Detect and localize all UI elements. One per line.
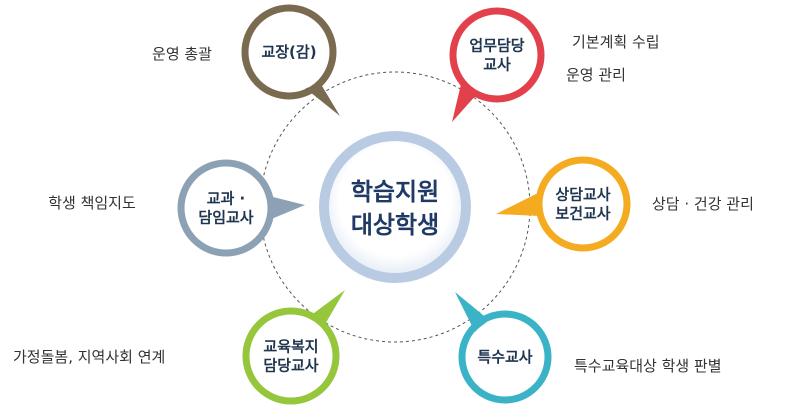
desc-counseling-health: 상담 · 건강 관리 <box>652 195 754 213</box>
node-pointer-subject-homeroom <box>269 196 305 220</box>
node-pointer-task-teacher <box>452 80 478 122</box>
node-label-welfare-teacher-line2: 담당교사 <box>263 357 318 375</box>
node-label-task-teacher-line1: 업무담당 <box>469 37 524 55</box>
node-inner-special-ed <box>466 318 544 396</box>
node-label-counseling-health-line1: 상담교사 <box>555 186 610 204</box>
center-label-line2: 대상학생 <box>351 211 439 239</box>
node-special-ed: 특수교사 <box>455 292 552 404</box>
center-node: 학습지원 대상학생 <box>319 131 471 283</box>
node-pointer-special-ed <box>455 292 489 332</box>
node-label-task-teacher-line2: 교사 <box>483 56 511 74</box>
node-pointer-welfare-teacher <box>310 290 345 326</box>
node-label-principal-line1: 교장(감) <box>261 43 316 61</box>
node-pointer-principal <box>305 86 340 116</box>
desc-subject-homeroom: 학생 책임지도 <box>48 194 136 212</box>
desc-welfare-teacher: 가정돌봄, 지역사회 연계 <box>13 348 165 366</box>
desc-special-ed: 특수교육대상 학생 판별 <box>574 357 722 375</box>
center-disc <box>329 141 461 273</box>
node-inner-welfare-teacher <box>250 315 332 397</box>
node-inner-counseling-health <box>543 164 623 244</box>
node-inner-subject-homeroom <box>185 167 267 249</box>
node-inner-principal <box>249 12 329 92</box>
desc-task-teacher-line2: 운영 관리 <box>566 66 626 84</box>
desc-principal: 운영 총괄 <box>152 45 212 63</box>
node-subject-homeroom: 교과 ·담임교사 <box>177 159 305 257</box>
node-label-subject-homeroom-line1: 교과 · <box>207 190 246 208</box>
node-principal: 교장(감) <box>241 4 340 116</box>
role-descriptions: 운영 총괄 기본계획 수립 운영 관리 상담 · 건강 관리 특수교육대상 학생… <box>13 33 754 375</box>
node-label-welfare-teacher-line1: 교육복지 <box>263 338 318 356</box>
center-label-line1: 학습지원 <box>351 178 439 206</box>
node-label-counseling-health-line2: 보건교사 <box>555 205 610 223</box>
node-inner-task-teacher <box>457 15 537 95</box>
node-label-subject-homeroom-line2: 담임교사 <box>198 209 253 227</box>
node-label-special-ed-line1: 특수교사 <box>477 348 532 366</box>
node-pointer-counseling-health <box>496 192 540 216</box>
desc-task-teacher-line1: 기본계획 수립 <box>572 33 660 51</box>
